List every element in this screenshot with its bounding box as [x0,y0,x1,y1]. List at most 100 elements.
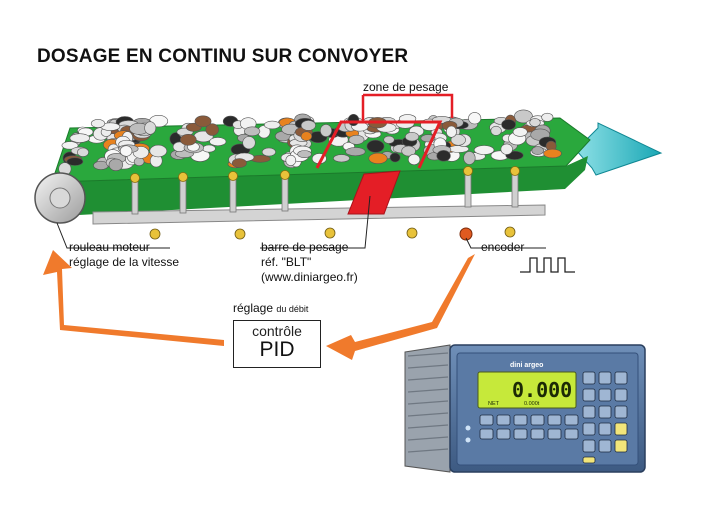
idler-post [178,172,188,214]
flow-control-label-main: réglage [233,301,274,315]
bar-leader-line [260,195,371,249]
keypad-key [564,428,579,440]
stone [404,132,419,142]
keypad-key [582,371,596,385]
keypad-key [598,371,612,385]
stone [300,120,316,131]
keypad-key [598,422,612,436]
keypad-key [614,371,628,385]
stone [194,115,212,128]
stone [501,119,516,130]
keypad-key [598,388,612,402]
stone [541,112,554,122]
stone [531,146,544,155]
stone [209,137,227,147]
flow-control-label-small: du débit [276,304,309,314]
keypad-key [479,414,494,426]
stone [69,133,91,143]
stone [445,125,457,138]
idler-post [510,166,520,208]
keypad-key [582,405,596,419]
keypad-key [513,428,528,440]
indicator-brand: dini argeo [510,362,543,369]
idler-post [130,173,140,215]
keypad-key [614,405,628,419]
encoder-pulse-icon [520,257,575,273]
encoder-marker [459,227,473,241]
weigh-bar-label-line3: (www.diniargeo.fr) [261,270,358,284]
keypad-key [598,439,612,453]
stone [366,139,385,153]
stone [297,150,312,158]
stone [66,157,84,166]
keypad-key [582,456,596,464]
weigh-bar-label-line2: réf. "BLT" [261,255,312,269]
lower-roller [234,228,246,240]
lower-rollers [149,226,516,240]
stone [450,134,466,146]
indicator-sub-reading: 0.000t [524,401,540,407]
stone [383,135,395,144]
stone [490,125,502,136]
keypad-key [614,439,628,453]
stone [77,147,89,157]
keypad-key [598,405,612,419]
stone [468,112,482,125]
pid-controller-title: PID [259,338,295,361]
roller-label-line1: rouleau moteur [69,240,150,254]
stone [264,120,281,130]
keypad-key [564,414,579,426]
stone [244,126,261,137]
weigh-bar [347,170,401,215]
indicator-reading: 0.000 [512,378,572,402]
stone [261,147,276,157]
lower-roller [504,226,516,238]
stone [512,127,528,137]
keypad-key [530,414,545,426]
roller-leader-line [56,222,170,249]
stone [333,154,350,163]
stone [463,151,476,165]
stone [61,141,79,150]
stone [242,136,256,150]
indicator-net-label: NET [488,401,500,407]
weighing-zone-bracket [363,93,454,118]
keypad-key [513,414,528,426]
stone [119,145,133,157]
keypad-key [582,439,596,453]
keypad-key [530,428,545,440]
weighing-zone-label: zone de pesage [363,80,449,94]
lower-roller [406,227,418,239]
stone [108,158,124,172]
stone [436,150,451,162]
stone [408,153,421,166]
pid-controller-box: contrôle PID [233,320,321,368]
keypad-key [614,422,628,436]
page-title: DOSAGE EN CONTINU SUR CONVOYER [37,46,409,67]
stone [90,119,106,128]
encoder-label: encoder [481,240,525,254]
weighing-indicator: dini argeo 0.000 NET 0.000t [404,344,646,473]
stone [473,145,495,155]
stone [368,152,388,164]
encoder-to-pid-arrow [326,254,475,360]
frame-rail [92,204,546,225]
keypad-key [496,428,511,440]
encoder-leader-line [465,237,546,249]
pid-controller-caption: contrôle [252,323,302,339]
stone [389,152,401,163]
keypad-key [547,428,562,440]
material-on-belt [58,109,562,176]
stone [543,148,562,159]
stone [149,144,168,158]
stone [401,145,416,157]
stone [180,134,197,146]
stone [202,144,216,153]
pid-to-roller-arrow [43,250,224,346]
idler-post [463,166,473,208]
keypad-key [547,414,562,426]
stone [529,118,541,127]
stone [500,143,513,155]
drive-roller-hub [49,187,71,209]
